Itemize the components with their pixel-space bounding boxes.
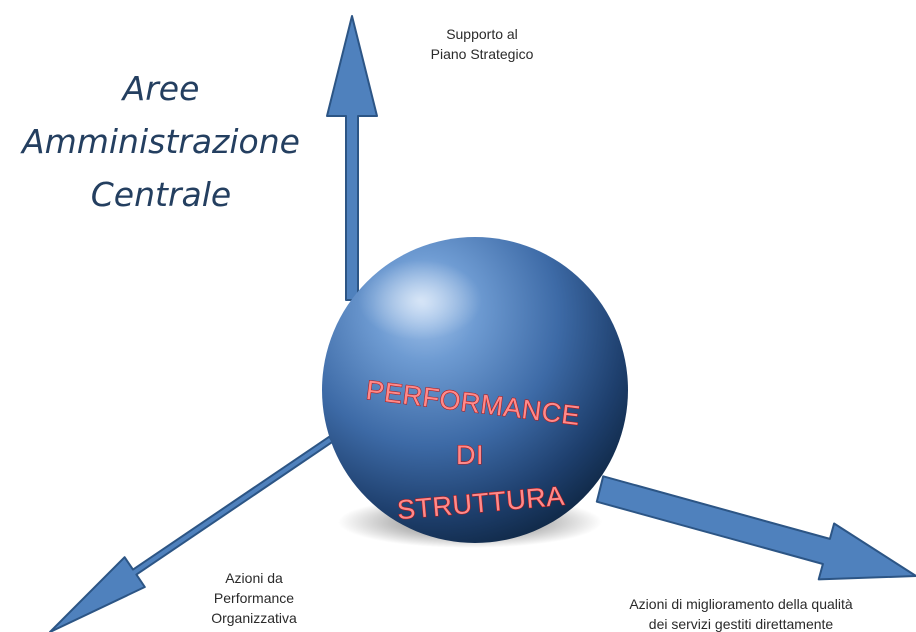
axis-label-left: Azioni da Performance Organizzativa [194, 568, 314, 628]
axis-label-top-line-2: Piano Strategico [430, 46, 534, 62]
sphere-highlight [358, 260, 482, 340]
axis-arrow-top [326, 15, 378, 301]
axis-arrow-right [595, 475, 916, 581]
axis-label-right: Azioni di miglioramento della qualità de… [582, 594, 900, 632]
axis-label-top: Supporto al Piano Strategico [402, 24, 562, 64]
title-line-1: Aree [122, 69, 200, 108]
axis-label-left-line-1: Azioni da [225, 570, 283, 586]
axis-label-top-line-1: Supporto al [446, 26, 518, 42]
axis-label-right-line-1: Azioni di miglioramento della qualità [629, 596, 853, 612]
axis-label-right-line-2: dei servizi gestiti direttamente [648, 616, 834, 632]
title-line-2: Amministrazione [22, 122, 300, 161]
title-line-3: Centrale [90, 175, 232, 214]
diagram-title: Aree Amministrazione Centrale [0, 62, 322, 221]
axis-arrow-left [49, 435, 334, 632]
axis-label-left-line-3: Organizzativa [211, 610, 297, 626]
axis-label-left-line-2: Performance [213, 590, 295, 606]
sphere-text-line-2: DI [456, 440, 484, 470]
